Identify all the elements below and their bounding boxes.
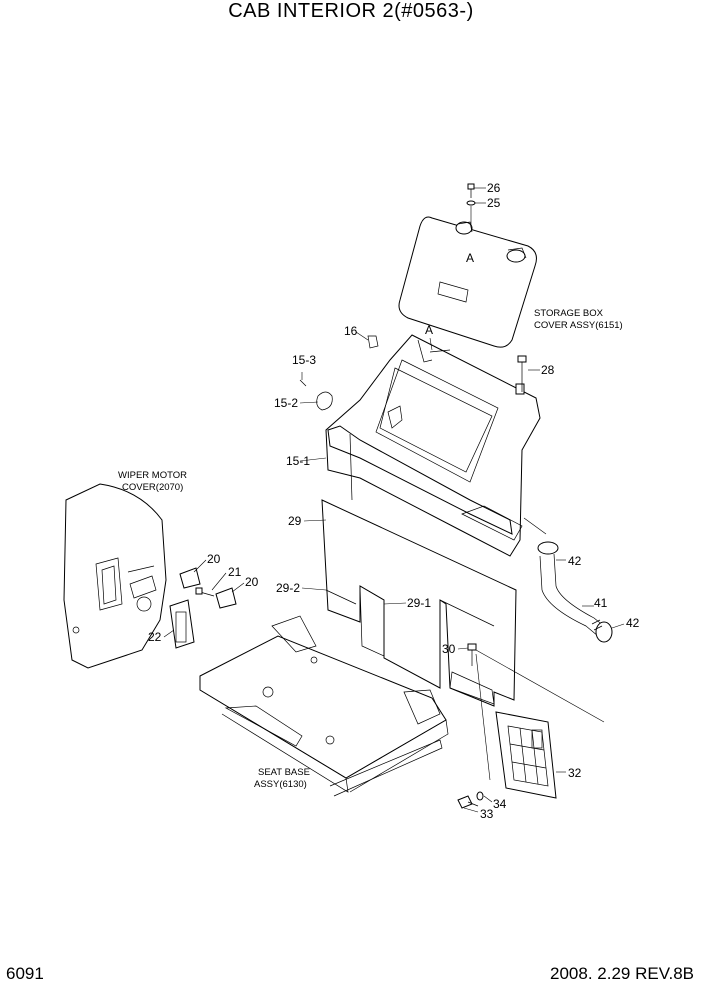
wiper-motor-note-line2: COVER(2070) <box>122 482 183 493</box>
storage-box-note-line1: STORAGE BOX <box>534 308 604 319</box>
callout-15-3: 15-3 <box>292 353 316 367</box>
switch-panel-22 <box>169 599 195 649</box>
callout-26: 26 <box>487 181 501 195</box>
lower-panel <box>321 499 517 707</box>
callout-33: 33 <box>480 807 494 821</box>
seat-base <box>199 615 449 797</box>
washer-34 <box>476 791 484 801</box>
bolt-30 <box>467 643 477 666</box>
callout-30: 30 <box>442 642 456 656</box>
callout-29: 29 <box>288 514 302 528</box>
storage-box-note-line2: COVER ASSY(6151) <box>534 320 623 331</box>
cap-20-lower <box>215 587 237 609</box>
callout-22: 22 <box>148 630 162 644</box>
screw-33 <box>457 795 473 809</box>
vent-grille <box>495 711 557 799</box>
callout-a-lower: A <box>425 323 433 337</box>
storage-box-body <box>325 334 541 557</box>
callout-41: 41 <box>594 596 608 610</box>
callout-28: 28 <box>541 363 555 377</box>
seat-base-note-line2: ASSY(6130) <box>254 779 307 790</box>
callout-20-upper: 20 <box>207 552 221 566</box>
callout-16: 16 <box>344 324 358 338</box>
knob-15-2 <box>316 391 333 411</box>
page-title: CAB INTERIOR 2(#0563-) <box>228 0 474 22</box>
callout-42-upper: 42 <box>568 554 582 568</box>
cap-20-upper <box>179 567 201 589</box>
wiper-motor-cover <box>63 483 167 669</box>
seat-base-note-line1: SEAT BASE <box>258 767 310 778</box>
callout-42-lower: 42 <box>626 616 640 630</box>
page-number: 6091 <box>6 964 44 983</box>
callout-25: 25 <box>487 196 501 210</box>
callout-15-1: 15-1 <box>286 454 310 468</box>
storage-box-cover <box>398 216 537 348</box>
washer-25 <box>466 200 476 206</box>
callout-15-2: 15-2 <box>274 396 298 410</box>
screw-26 <box>467 183 475 198</box>
callout-34: 34 <box>493 797 507 811</box>
callout-21: 21 <box>228 565 242 579</box>
callout-32: 32 <box>568 766 582 780</box>
revision-date: 2008. 2.29 REV.8B <box>550 964 694 983</box>
wiper-motor-note-line1: WIPER MOTOR <box>118 470 187 481</box>
air-duct <box>537 541 613 643</box>
callout-20-lower: 20 <box>245 575 259 589</box>
callout-a-upper: A <box>466 251 474 265</box>
callout-29-2: 29-2 <box>276 581 300 595</box>
callout-29-1: 29-1 <box>407 596 431 610</box>
